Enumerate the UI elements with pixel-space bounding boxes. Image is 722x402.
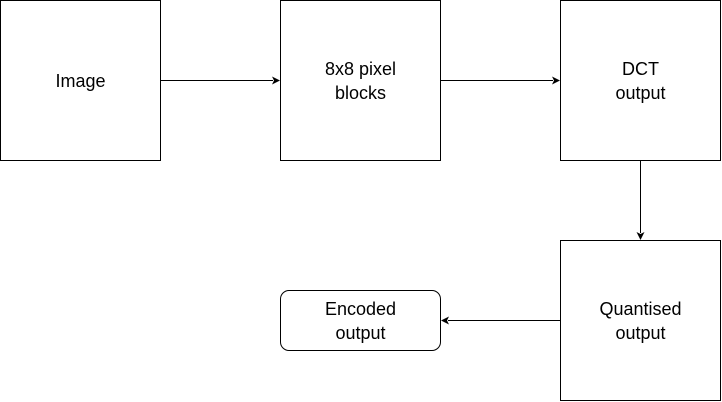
node-image: Image	[0, 0, 161, 161]
node-dct-output: DCT output	[560, 0, 721, 161]
node-pixel-blocks: 8x8 pixel blocks	[280, 0, 441, 161]
node-quantised-output-label: Quantised output	[599, 298, 682, 343]
node-encoded-output: Encoded output	[280, 290, 441, 351]
node-image-label: Image	[55, 70, 106, 91]
arrow-image-to-blocks	[161, 76, 280, 85]
node-pixel-blocks-label: 8x8 pixel blocks	[324, 58, 397, 103]
node-encoded-output-label: Encoded output	[324, 298, 397, 343]
arrow-blocks-to-dct	[441, 76, 560, 85]
arrow-dct-to-quantised	[636, 161, 645, 240]
arrow-quantised-to-encoded	[441, 316, 560, 325]
node-dct-output-label: DCT output	[615, 58, 666, 103]
node-quantised-output: Quantised output	[560, 240, 721, 401]
